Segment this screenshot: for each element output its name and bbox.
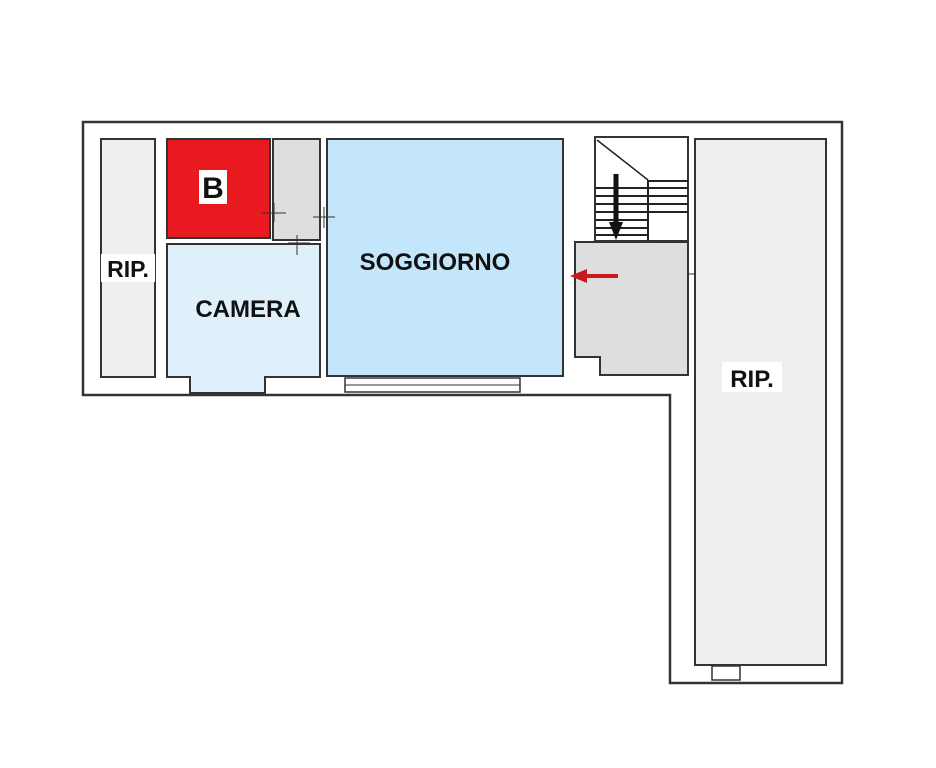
- label-camera: CAMERA: [195, 296, 300, 323]
- window-rip-right: [711, 665, 741, 681]
- landing: [574, 241, 689, 376]
- label-rip-left: RIP.: [107, 256, 149, 282]
- entrance-arrow-icon: [570, 269, 618, 283]
- room-rip-right[interactable]: [694, 138, 827, 666]
- stair-steps: [595, 180, 688, 241]
- room-soggiorno[interactable]: [326, 138, 564, 377]
- label-rip-right: RIP.: [730, 366, 774, 393]
- label-bath: B: [202, 172, 224, 205]
- hallway: [272, 138, 321, 241]
- stair-direction-arrow-icon: [609, 174, 623, 240]
- room-bath[interactable]: [166, 138, 271, 239]
- room-camera[interactable]: [166, 243, 321, 394]
- label-soggiorno: SOGGIORNO: [360, 249, 511, 276]
